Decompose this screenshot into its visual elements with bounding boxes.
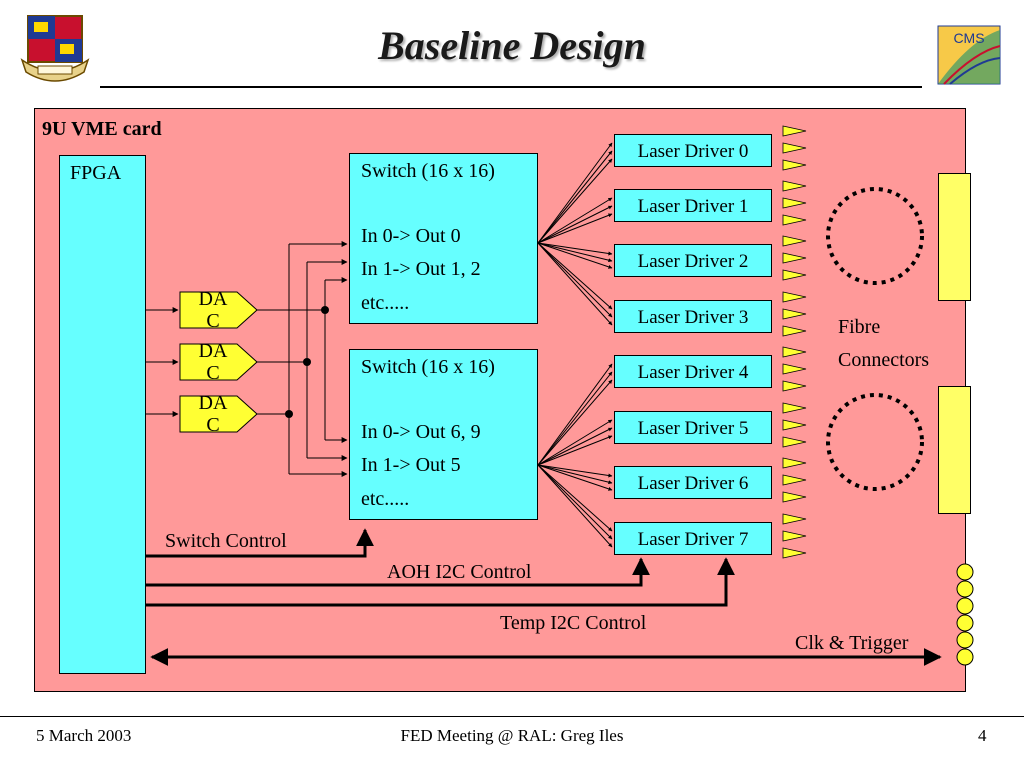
- dac-block-0: [179, 291, 258, 329]
- card-label: 9U VME card: [42, 118, 162, 140]
- laser-driver-3: Laser Driver 3: [614, 300, 772, 333]
- dac-1-label: DA C: [196, 340, 230, 384]
- switch-0-line2: In 1-> Out 1, 2: [361, 258, 481, 280]
- fibre-coil-1: [826, 393, 924, 491]
- switch-control-label: Switch Control: [165, 530, 287, 552]
- dac-1-line2: C: [206, 362, 220, 384]
- footer-rule: [0, 716, 1024, 717]
- switch-0-title: Switch (16 x 16): [361, 160, 495, 182]
- laser-driver-2: Laser Driver 2: [614, 244, 772, 277]
- footer-date: 5 March 2003: [36, 726, 132, 745]
- switch-1-line1: In 0-> Out 6, 9: [361, 421, 481, 443]
- fibre-coil-0: [826, 187, 924, 285]
- laser-driver-7: Laser Driver 7: [614, 522, 772, 555]
- aoh-i2c-label: AOH I2C Control: [387, 561, 532, 583]
- switch-1-title: Switch (16 x 16): [361, 356, 495, 378]
- page-number: 4: [978, 726, 987, 745]
- laser-emitters: [782, 125, 807, 559]
- clk-trigger-label: Clk & Trigger: [795, 632, 909, 654]
- laser-driver-6: Laser Driver 6: [614, 466, 772, 499]
- cms-logo-text: CMS: [953, 30, 985, 46]
- switch-block-1: [349, 349, 538, 520]
- fpga-block: [59, 155, 146, 674]
- footer-title: FED Meeting @ RAL: Greg Iles: [400, 726, 624, 745]
- dac-1-line1: DA: [198, 340, 228, 362]
- switch-0-line1: In 0-> Out 0: [361, 225, 461, 247]
- laser-driver-4: Laser Driver 4: [614, 355, 772, 388]
- dac-block-1: [179, 343, 258, 381]
- switch-1-line2: In 1-> Out 5: [361, 454, 461, 476]
- fibre-connector-1: [938, 386, 971, 514]
- laser-driver-5: Laser Driver 5: [614, 411, 772, 444]
- fpga-label: FPGA: [70, 162, 122, 184]
- dac-2-line2: C: [206, 414, 220, 436]
- switch-0-line3: etc.....: [361, 292, 410, 314]
- switch-1-line3: etc.....: [361, 488, 410, 510]
- laser-driver-0: Laser Driver 0: [614, 134, 772, 167]
- clk-trigger-connector: [956, 563, 974, 666]
- dac-2-line1: DA: [198, 392, 228, 414]
- dac-0-line2: C: [206, 310, 220, 332]
- dac-block-2: [179, 395, 258, 433]
- title-rule: [100, 86, 922, 88]
- dac-0-line1: DA: [198, 288, 228, 310]
- fibre-label-2: Connectors: [838, 349, 930, 371]
- dac-2-label: DA C: [196, 392, 230, 436]
- temp-i2c-label: Temp I2C Control: [500, 612, 647, 634]
- laser-driver-1: Laser Driver 1: [614, 189, 772, 222]
- switch-block-0: [349, 153, 538, 324]
- fibre-connector-0: [938, 173, 971, 301]
- fibre-label-1: Fibre: [838, 316, 881, 338]
- dac-0-label: DA C: [196, 288, 230, 332]
- slide-title: Baseline Design: [378, 23, 646, 68]
